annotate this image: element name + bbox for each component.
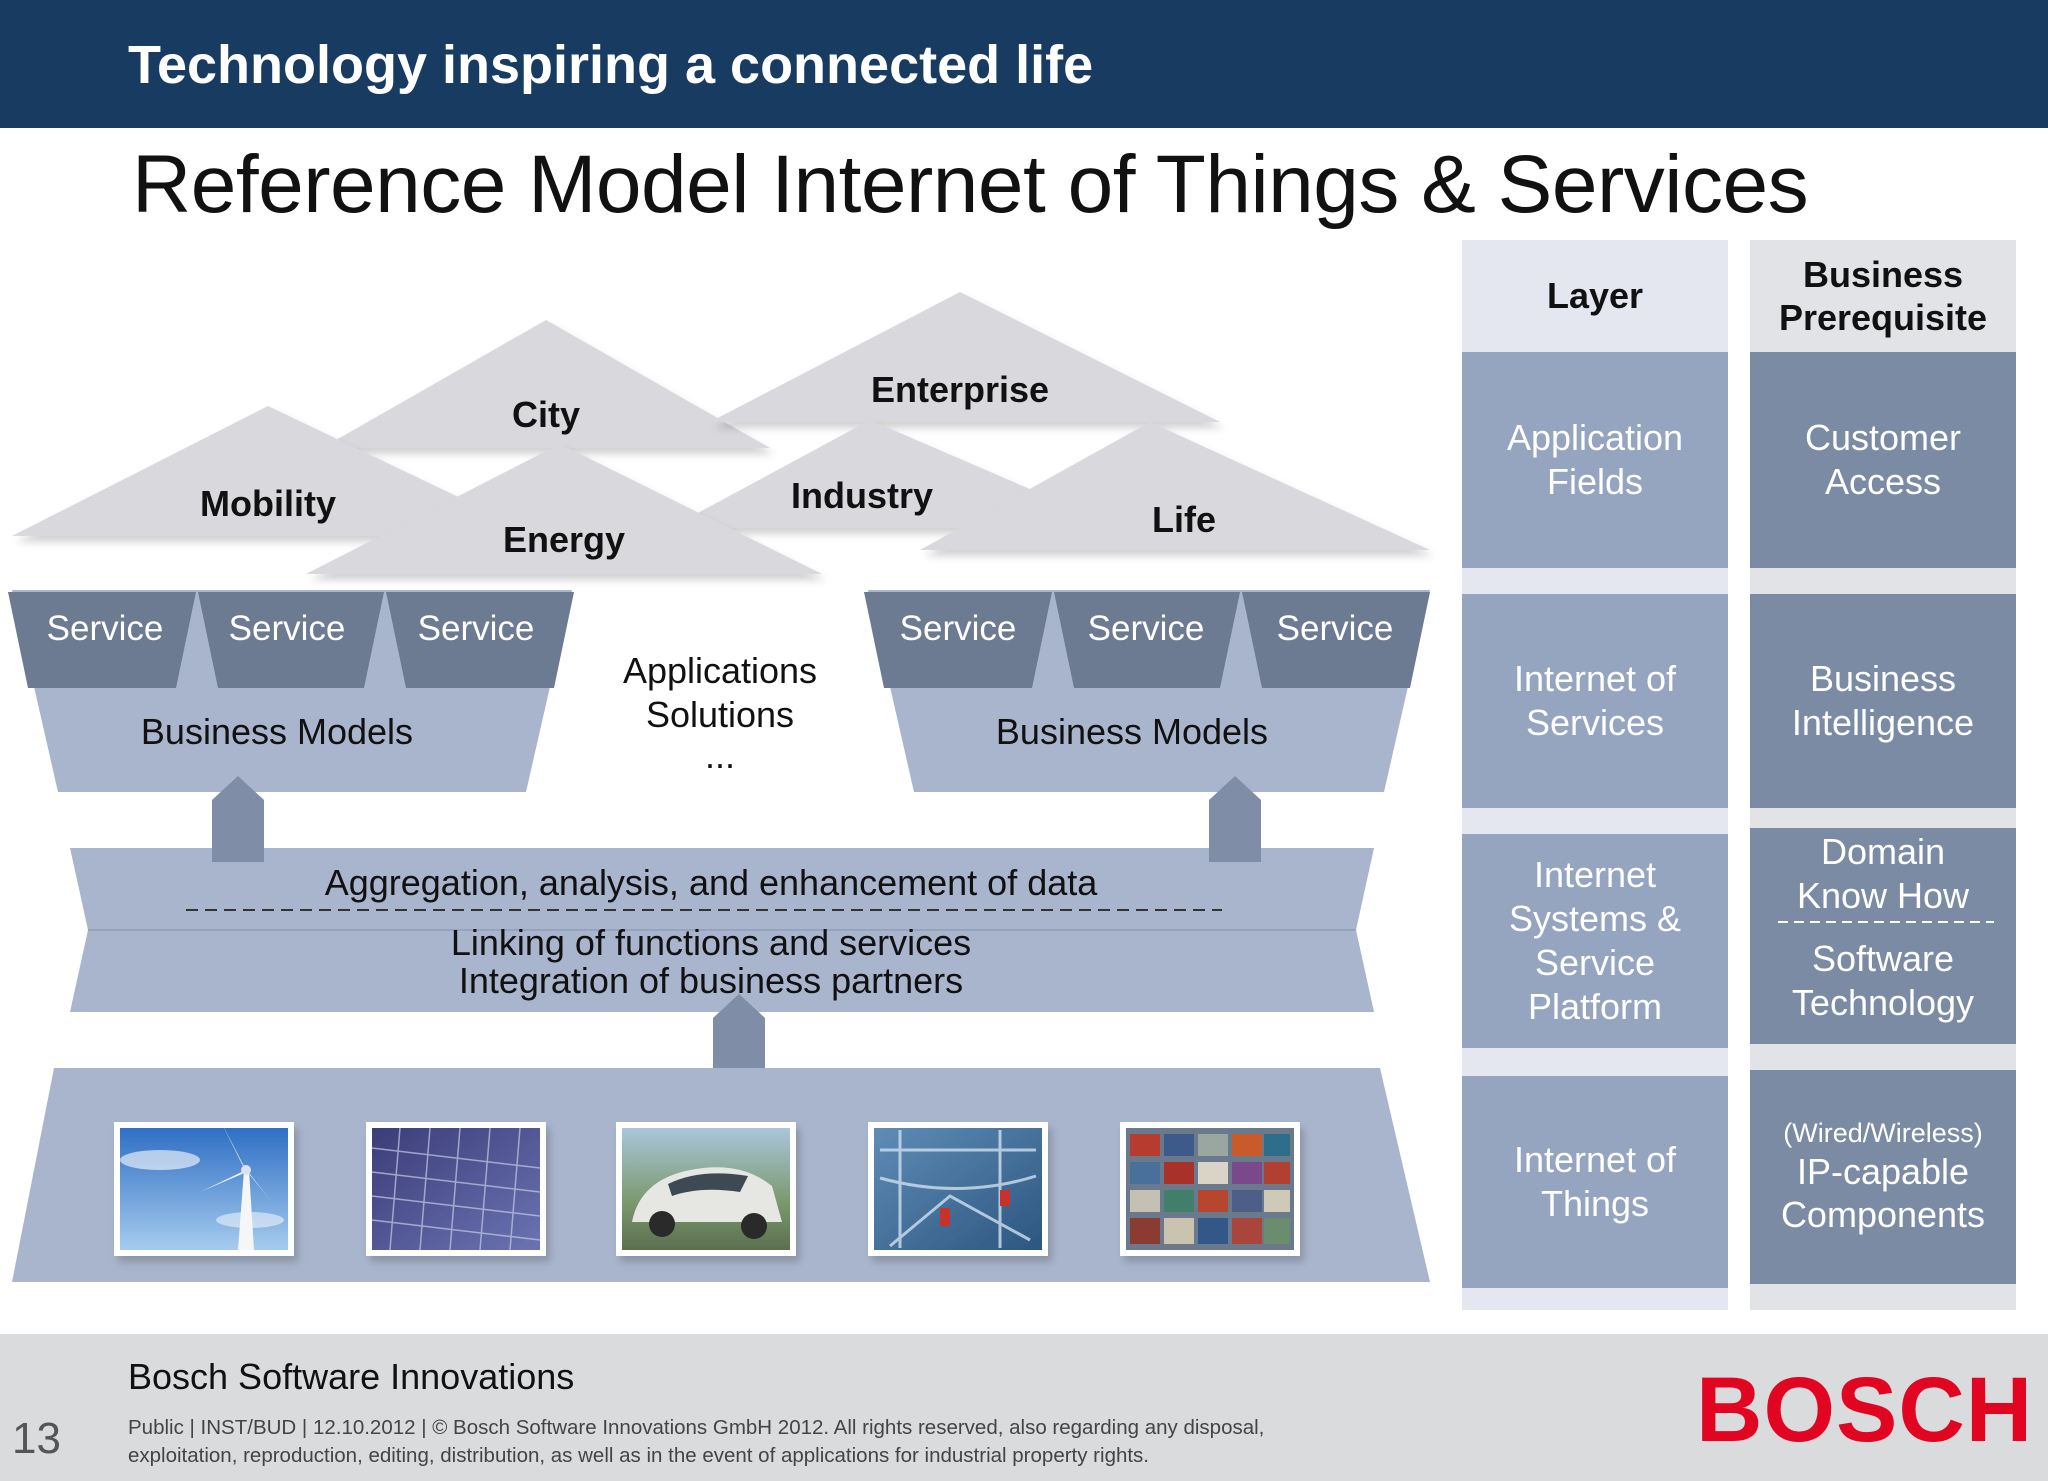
right-service-2 bbox=[1054, 592, 1240, 688]
cell-line: Business bbox=[1809, 658, 1957, 700]
cell-line: Things bbox=[1540, 1183, 1650, 1224]
field-energy-label: Energy bbox=[503, 519, 625, 560]
banner-title: Technology inspiring a connected life bbox=[128, 35, 1094, 95]
cell-line: Access bbox=[1824, 461, 1942, 502]
left-business-models-label: Business Models bbox=[141, 711, 413, 752]
cell-line: Platform bbox=[1527, 985, 1663, 1027]
right-service-1 bbox=[864, 592, 1052, 688]
field-enterprise-label: Enterprise bbox=[871, 369, 1049, 410]
page-title: Reference Model Internet of Things & Ser… bbox=[132, 139, 1809, 230]
wind-turbine-image bbox=[114, 1120, 294, 1256]
footer bbox=[0, 1334, 2048, 1481]
cell-line: Know How bbox=[1796, 875, 1970, 916]
field-industry-label: Industry bbox=[791, 475, 933, 516]
right-service-2-label: Service bbox=[1088, 609, 1205, 648]
field-enterprise-shape bbox=[710, 292, 1220, 422]
left-service-3 bbox=[386, 592, 574, 688]
cell-line: Internet bbox=[1533, 854, 1657, 896]
cell-line: Internet of bbox=[1513, 658, 1677, 700]
legal-line: Public | INST/BUD | 12.10.2012 | © Bosch… bbox=[128, 1416, 1265, 1439]
layer-internet-systems-platform: Internet Systems & Service Platform bbox=[1462, 834, 1728, 1048]
cell-line: Internet of bbox=[1513, 1139, 1677, 1181]
platform-band bbox=[70, 848, 1374, 1012]
field-city-shape bbox=[322, 320, 770, 448]
top-banner bbox=[0, 0, 2048, 128]
field-life-label: Life bbox=[1152, 499, 1216, 540]
left-business-block bbox=[8, 590, 574, 792]
right-business-block bbox=[864, 590, 1430, 792]
business-intelligence: Business Intelligence bbox=[1750, 594, 2016, 808]
cell-line: Service bbox=[1534, 942, 1656, 983]
layer-header: Layer bbox=[1546, 275, 1644, 317]
cell-line: Domain bbox=[1820, 831, 1946, 873]
left-service-1-label: Service bbox=[47, 609, 164, 648]
cell-line: Technology bbox=[1791, 982, 1975, 1023]
platform-linking-label: Linking of functions and services bbox=[451, 922, 971, 963]
solar-panel-image bbox=[366, 1122, 546, 1256]
field-industry-shape bbox=[670, 420, 1120, 528]
applications-label: Applications bbox=[623, 650, 817, 691]
field-mobility-label: Mobility bbox=[200, 483, 336, 524]
cell-line: Customer bbox=[1804, 417, 1962, 459]
business-software-technology: Software Technology bbox=[1750, 934, 2016, 1028]
business-prerequisite-header: Business Prerequisite bbox=[1750, 240, 2016, 352]
right-business-models-label: Business Models bbox=[996, 711, 1268, 752]
concept-car-image bbox=[616, 1122, 796, 1256]
field-mobility-shape bbox=[12, 406, 540, 536]
legal-line: exploitation, reproduction, editing, dis… bbox=[128, 1443, 1150, 1467]
business-ip-capable-components: (Wired/Wireless) IP-capable Components bbox=[1750, 1070, 2016, 1284]
right-service-3 bbox=[1242, 592, 1430, 688]
business-header-line2: Prerequisite bbox=[1778, 297, 1988, 338]
field-city-label: City bbox=[512, 394, 580, 435]
cell-small-line: (Wired/Wireless) bbox=[1783, 1117, 1983, 1148]
up-arrows bbox=[212, 776, 1261, 1084]
up-arrow-icon bbox=[212, 776, 264, 862]
left-service-2 bbox=[198, 592, 384, 688]
cell-line: Software bbox=[1811, 938, 1955, 980]
left-service-2-label: Service bbox=[229, 609, 346, 648]
right-service-1-label: Service bbox=[900, 609, 1017, 648]
bosch-wordmark: BOSCH bbox=[1696, 1359, 2034, 1461]
footer-legal-notice: Public | INST/BUD | 12.10.2012 | © Bosch… bbox=[128, 1414, 1368, 1469]
cell-line: IP-capable bbox=[1796, 1150, 1970, 1192]
things-images bbox=[114, 1120, 1300, 1256]
business-header-line1: Business bbox=[1802, 253, 1964, 295]
left-service-1 bbox=[8, 592, 196, 688]
page-number: 13 bbox=[12, 1414, 61, 1463]
field-life-shape bbox=[920, 422, 1430, 550]
solutions-label: Solutions bbox=[646, 694, 794, 735]
cell-line: Services bbox=[1525, 702, 1665, 743]
business-customer-access: Customer Access bbox=[1750, 352, 2016, 568]
cell-line: Application bbox=[1506, 417, 1684, 459]
business-domain-know-how: Domain Know How bbox=[1750, 828, 2016, 920]
ellipsis-label: ... bbox=[705, 735, 735, 776]
cell-line: Fields bbox=[1546, 461, 1644, 502]
application-fields bbox=[12, 292, 1430, 574]
left-service-3-label: Service bbox=[418, 609, 535, 648]
platform-aggregation-label: Aggregation, analysis, and enhancement o… bbox=[325, 862, 1099, 903]
up-arrow-icon bbox=[1209, 776, 1261, 862]
layer-application-fields: Application Fields bbox=[1462, 352, 1728, 568]
right-service-3-label: Service bbox=[1277, 609, 1394, 648]
platform-bottom-band bbox=[70, 930, 1374, 1012]
layer-internet-of-services: Internet of Services bbox=[1462, 594, 1728, 808]
shipping-containers-image bbox=[1120, 1122, 1300, 1256]
factory-conveyor-image bbox=[868, 1122, 1048, 1256]
cell-line: Intelligence bbox=[1791, 702, 1975, 743]
cell-line: Systems & bbox=[1508, 898, 1682, 940]
footer-company: Bosch Software Innovations bbox=[128, 1356, 575, 1397]
cell-line: Components bbox=[1780, 1194, 1986, 1236]
platform-integration-label: Integration of business partners bbox=[459, 960, 963, 1001]
layer-internet-of-things: Internet of Things bbox=[1462, 1076, 1728, 1288]
up-arrow-icon bbox=[713, 994, 765, 1084]
field-energy-shape bbox=[306, 444, 822, 574]
